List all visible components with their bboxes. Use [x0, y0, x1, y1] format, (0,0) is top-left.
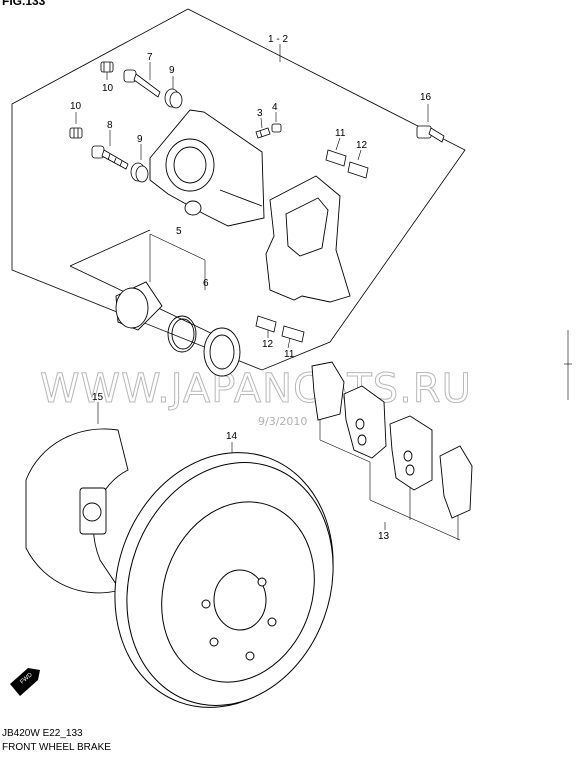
callout-4: 4: [272, 102, 278, 113]
callout-6: 6: [203, 278, 209, 289]
callout-1-2: 1 - 2: [268, 34, 288, 45]
cap-4: [271, 123, 282, 133]
callout-10-lower: 10: [70, 101, 82, 112]
clip-12-upper: [347, 161, 369, 179]
brake-disc-14: [114, 452, 334, 708]
boot-9-upper: [164, 88, 183, 109]
guide-pin-8: [91, 145, 129, 170]
callout-15: 15: [92, 392, 104, 403]
callout-11-lower: 11: [284, 349, 295, 360]
callout-16: 16: [420, 92, 432, 103]
callout-12-lower: 12: [262, 339, 274, 350]
guide-pin-7: [123, 69, 161, 98]
callouts: 1 - 2 7 9 10 10 8 9 3 4 11 12 16 5 6 12 …: [70, 34, 432, 542]
callout-12-upper: 12: [356, 140, 368, 151]
dust-boot: [203, 327, 241, 377]
leader-lines: [75, 44, 461, 541]
seal-ring-6: [167, 315, 197, 353]
figure-header: FIG.133: [2, 0, 46, 8]
caliper-bracket: [265, 175, 351, 303]
brake-pad-shim-inner: [439, 445, 473, 519]
callout-9-lower: 9: [137, 134, 143, 145]
callout-14: 14: [226, 431, 238, 442]
date-stamp: 9/3/2010: [258, 415, 307, 428]
callout-3: 3: [257, 108, 263, 119]
callout-11-upper: 11: [335, 128, 346, 139]
bolt-10-lower: [69, 127, 83, 139]
callout-10-upper: 10: [102, 83, 114, 94]
bolt-16: [416, 125, 445, 143]
callout-5: 5: [176, 226, 182, 237]
piston-5: [115, 281, 163, 331]
brake-pad-inner: [389, 415, 433, 491]
clip-11-upper: [325, 149, 347, 167]
callout-8: 8: [107, 120, 113, 131]
diagram-title: FRONT WHEEL BRAKE: [2, 742, 111, 753]
callout-7: 7: [147, 52, 153, 63]
boot-9-lower: [130, 162, 149, 183]
callout-9-upper: 9: [169, 65, 175, 76]
bleeder-3: [255, 127, 271, 139]
callout-13: 13: [378, 531, 390, 542]
clip-12-lower: [255, 315, 277, 333]
brake-pad-shim-outer: [311, 361, 345, 421]
brake-pad-outer: [343, 385, 387, 459]
edge-mark: [564, 330, 572, 400]
diagram-code: JB420W E22_133: [2, 728, 83, 739]
caliper-body: [149, 109, 265, 227]
fwd-arrow-icon: FWD: [10, 668, 40, 696]
dust-cover-15: [25, 428, 129, 594]
bolt-10-upper: [100, 61, 114, 73]
watermark-text: WWW.JAPANCATS.RU: [40, 366, 472, 412]
clip-11-lower: [281, 325, 305, 343]
